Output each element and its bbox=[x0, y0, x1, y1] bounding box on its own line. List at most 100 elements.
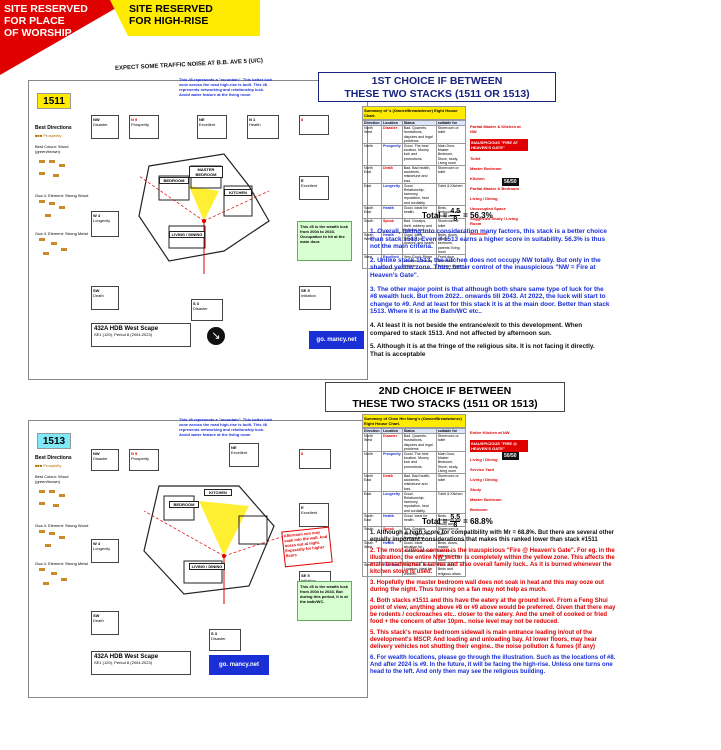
summary-cell: Very Good. Prime Location. Ideal for chi… bbox=[401, 254, 437, 269]
summary-cell: East bbox=[362, 490, 382, 514]
first-side-labels: Partial Master & Kitchen at NW INAUSPICIO… bbox=[470, 124, 528, 241]
total-den-2: 8 bbox=[453, 522, 458, 529]
summary-cell: Health bbox=[380, 204, 403, 220]
address-sub-2: SE1 (120), Period 8 (2004-2023) bbox=[94, 660, 153, 665]
summary-header-cell: Direction bbox=[362, 427, 382, 435]
wealth-note: This #8 is the wealth luck from 2004 to … bbox=[297, 221, 352, 261]
side-label: INAUSPICIOUS "FIRE AT HEAVEN'S GATE" bbox=[470, 139, 528, 151]
compass-icon-6 bbox=[39, 568, 67, 585]
side-label: Service Yard bbox=[470, 467, 494, 472]
wealth-note-2: This #8 is the wealth luck from 2004 to … bbox=[297, 581, 352, 621]
mountain-note: This #8 represents a "mountain". This be… bbox=[179, 77, 273, 97]
second-heading-line2: THESE TWO STACKS (1511 OR 1513) bbox=[352, 398, 538, 410]
room2-kitchen: KITCHEN bbox=[204, 489, 232, 496]
logo-text-2: go. mancy.net bbox=[219, 662, 259, 668]
summary-cell: Death bbox=[380, 165, 403, 184]
compass-icon-3 bbox=[39, 238, 67, 255]
summary-cell: Good. Relationship, harmony, reputation,… bbox=[401, 182, 437, 206]
point-2-3: 3. Hopefully the master bedroom wall doe… bbox=[370, 580, 605, 593]
corner-banner-line2: FOR PLACE bbox=[4, 15, 65, 27]
summary-cell: Disaster bbox=[380, 433, 403, 453]
summary-cell: Front door, Beds and religious altars bbox=[435, 254, 467, 269]
second-summary-title: Summary of Chan Hin Nong's (Owner/Breadw… bbox=[362, 414, 466, 428]
point-1-3: 3. The other major point is that althoug… bbox=[370, 285, 610, 316]
highrise-banner-line2: FOR HIGH-RISE bbox=[129, 15, 209, 27]
summary-cell: North bbox=[362, 143, 382, 167]
point-1-2: 2. Unlike stack 1513, the kitchen does n… bbox=[370, 256, 601, 279]
side-label: Study bbox=[470, 487, 482, 492]
summary-cell: Bad. Quarrels, frustrations, disputes an… bbox=[401, 125, 437, 145]
side-label: Partial Master & Kitchen at NW bbox=[470, 124, 521, 134]
side-label: Bedroom bbox=[470, 507, 488, 512]
mountain-note-2: This #8 represents a "mountain". This be… bbox=[179, 417, 273, 437]
summary-cell: South bbox=[362, 218, 382, 234]
point-2-2: 2. The most critical concern is the inau… bbox=[370, 548, 615, 575]
summary-cell: Bad. Quarrels, frustrations, disputes an… bbox=[401, 433, 437, 453]
summary-cell: Good. Relationship, harmony, reputation,… bbox=[401, 490, 437, 514]
floor-plan-1513 bbox=[143, 485, 285, 604]
address-box: 432A HDB West Scape SE1 (120), Period 8 … bbox=[91, 323, 191, 347]
logo-text: go. mancy.net bbox=[316, 337, 357, 343]
compass-icon-1 bbox=[39, 160, 65, 177]
summary-cell: West bbox=[362, 254, 382, 269]
summary-cell: Bad. Bad health, accidents, misfortune a… bbox=[401, 473, 437, 492]
traffic-note: EXPECT SOME TRAFFIC NOISE AT B.B. AVE 5 … bbox=[114, 58, 264, 72]
first-summary: Summary of 's (Owner/Breadwinner) Eight … bbox=[362, 106, 467, 269]
second-heading-line1: 2ND CHOICE IF BETWEEN bbox=[378, 385, 512, 397]
address-sub: SE1 (120), Period 8 (2004-2023) bbox=[94, 332, 153, 337]
summary-cell: North East bbox=[362, 473, 382, 492]
summary-cell: Longevity bbox=[380, 490, 403, 514]
side-label: Bedroom bbox=[470, 231, 488, 236]
grid2-cell-e1: 8 bbox=[299, 449, 331, 469]
corner-banner: SITE RESERVED FOR PLACE OF WORSHIP bbox=[0, 0, 130, 75]
total-num-1: 4.5 bbox=[450, 208, 461, 216]
point-1-4: 4. At least it is not beside the entranc… bbox=[370, 321, 583, 337]
summary-header-cell: Direction bbox=[362, 119, 382, 127]
summary-cell: Health bbox=[380, 512, 403, 528]
address-text: 432A HDB West Scape bbox=[94, 326, 159, 332]
summary-cell: Good. Ideal situation for doctors' and h… bbox=[401, 232, 437, 256]
total-pct-2: = 68.8% bbox=[463, 517, 493, 526]
best-directions-label-2: Best Directions bbox=[35, 455, 72, 461]
summary-cell: Storeroom or toilet bbox=[435, 433, 467, 453]
side-label: Living / Dining bbox=[470, 457, 498, 462]
summary-cell: Good. Ideal for health. bbox=[401, 204, 437, 220]
total-den-1: 8 bbox=[453, 216, 458, 223]
first-plan-card: 1511 This #8 represents a "mountain". Th… bbox=[28, 77, 368, 380]
summary-cell: Beds, doors, master bedroom, parents' li… bbox=[435, 232, 467, 256]
second-heading: 2ND CHOICE IF BETWEEN THESE TWO STACKS (… bbox=[325, 382, 565, 412]
stack-label-1511: 1511 bbox=[37, 93, 71, 109]
summary-cell: North East bbox=[362, 165, 382, 184]
arrow-icon: ↘ bbox=[207, 327, 225, 345]
room2-living: LIVING / DINING bbox=[189, 563, 225, 570]
summary-cell: Beds, Bedrooms and Study area bbox=[435, 512, 467, 528]
side-label: Living / Dining bbox=[470, 477, 498, 482]
summary-header-cell: suitable for bbox=[435, 427, 467, 435]
address-box-2: 432A HDB West Scape SE1 (120), Period 8 … bbox=[91, 651, 191, 675]
summary-cell: South East bbox=[362, 512, 382, 528]
score-badge-1: 56/50 bbox=[502, 178, 519, 186]
summary-header-cell: suitable for bbox=[435, 119, 467, 127]
